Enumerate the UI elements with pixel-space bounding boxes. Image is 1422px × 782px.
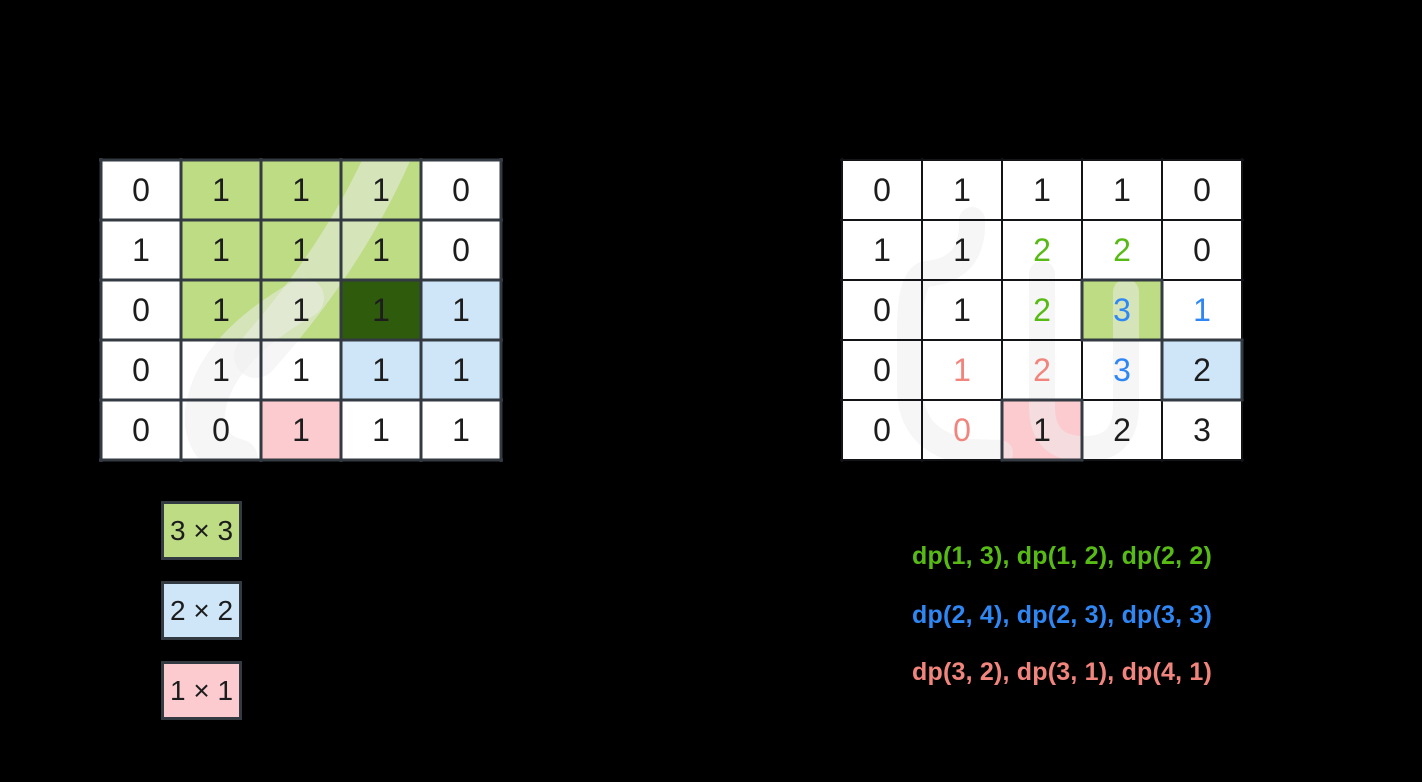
cell-value: 1 xyxy=(212,232,230,268)
cell-value: 2 xyxy=(1033,352,1051,388)
grid-cell xyxy=(101,400,181,460)
cell-value: 2 xyxy=(1033,232,1051,268)
cell-value: 2 xyxy=(1113,412,1131,448)
cell-value: 1 xyxy=(372,232,390,268)
cell-value: 0 xyxy=(1193,232,1211,268)
cell-value: 2 xyxy=(1033,292,1051,328)
cell-value: 1 xyxy=(1033,172,1051,208)
grid-cell xyxy=(1162,160,1242,220)
grid-cell xyxy=(1082,160,1162,220)
cell-value: 0 xyxy=(953,412,971,448)
legend-item-1x1: 1 × 1 xyxy=(161,661,242,720)
cell-value: 2 xyxy=(1113,232,1131,268)
legend-item-3x3: 3 × 3 xyxy=(161,501,242,560)
cell-value: 1 xyxy=(212,352,230,388)
cell-value: 1 xyxy=(292,352,310,388)
cell-value: 1 xyxy=(873,232,891,268)
cell-value: 1 xyxy=(132,232,150,268)
cell-value: 0 xyxy=(452,232,470,268)
cell-value: 2 xyxy=(1193,352,1211,388)
cell-value: 1 xyxy=(212,172,230,208)
cell-value: 0 xyxy=(132,412,150,448)
cell-value: 1 xyxy=(1193,292,1211,328)
cell-value: 0 xyxy=(132,172,150,208)
cell-value: 1 xyxy=(372,172,390,208)
cell-value: 0 xyxy=(1193,172,1211,208)
legend-label: 1 × 1 xyxy=(169,674,234,706)
cell-value: 1 xyxy=(452,412,470,448)
dp-formula-line-blue: dp(2, 4), dp(2, 3), dp(3, 3) xyxy=(912,601,1213,629)
grid-cell xyxy=(421,220,501,280)
grid-cell xyxy=(101,280,181,340)
cell-value: 1 xyxy=(452,292,470,328)
grid-cell xyxy=(101,220,181,280)
cell-value: 0 xyxy=(873,412,891,448)
grid-cell xyxy=(421,280,501,340)
cell-value: 1 xyxy=(452,352,470,388)
grid-cell xyxy=(341,400,421,460)
grid-cell xyxy=(1162,280,1242,340)
legend-label: 2 × 2 xyxy=(169,594,234,626)
dp-grid-values: 0 1 1 1 0 1 1 2 2 0 0 1 2 3 1 0 1 2 3 2 0 0 1 2 3 xyxy=(842,160,1242,460)
cell-value: 1 xyxy=(953,172,971,208)
cell-value: 3 xyxy=(1193,412,1211,448)
grid-cell xyxy=(421,400,501,460)
dp-formula-line-green: dp(1, 3), dp(1, 2), dp(2, 2) xyxy=(912,542,1213,570)
cell-value: 1 xyxy=(1033,412,1051,448)
cell-value: 1 xyxy=(372,412,390,448)
cell-value: 0 xyxy=(132,292,150,328)
cell-value: 1 xyxy=(953,232,971,268)
matrix-grid: 0 1 1 1 0 1 1 1 1 0 0 1 1 1 1 0 1 1 1 1 0 0 1 1 1 xyxy=(99,158,503,462)
cell-value: 1 xyxy=(292,412,310,448)
legend-label: 3 × 3 xyxy=(169,514,234,546)
cell-value: 1 xyxy=(372,352,390,388)
grid-cell xyxy=(1162,400,1242,460)
cell-value: 1 xyxy=(372,292,390,328)
cell-value: 0 xyxy=(873,352,891,388)
cell-value: 1 xyxy=(953,292,971,328)
cell-value: 3 xyxy=(1113,352,1131,388)
cell-value: 0 xyxy=(132,352,150,388)
matrix-grid-values: 0 1 1 1 0 1 1 1 1 0 0 1 1 1 1 0 1 1 1 1 0 0 1 1 1 xyxy=(101,160,501,460)
cell-value: 1 xyxy=(292,172,310,208)
cell-value: 3 xyxy=(1113,292,1131,328)
cell-value: 0 xyxy=(873,292,891,328)
grid-cell xyxy=(101,340,181,400)
cell-value: 1 xyxy=(1113,172,1131,208)
grid-cell xyxy=(421,340,501,400)
grid-cell xyxy=(101,160,181,220)
grid-cell xyxy=(1162,220,1242,280)
dp-formula-line-red: dp(3, 2), dp(3, 1), dp(4, 1) xyxy=(912,658,1213,686)
cell-value: 1 xyxy=(292,292,310,328)
grid-cell xyxy=(1002,160,1082,220)
cell-value: 1 xyxy=(212,292,230,328)
legend-item-2x2: 2 × 2 xyxy=(161,581,242,640)
cell-value: 1 xyxy=(292,232,310,268)
cell-value: 0 xyxy=(452,172,470,208)
dp-grid: 0 1 1 1 0 1 1 2 2 0 0 1 2 3 1 0 1 2 3 2 0 0 1 2 3 xyxy=(840,158,1244,462)
cell-value: 1 xyxy=(953,352,971,388)
cell-value: 0 xyxy=(212,412,230,448)
grid-cell xyxy=(421,160,501,220)
cell-value: 0 xyxy=(873,172,891,208)
